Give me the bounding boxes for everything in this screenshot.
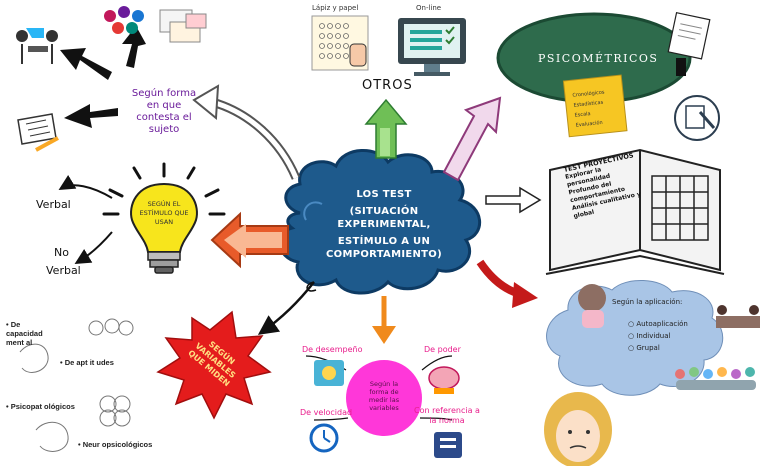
desempeno-label: De desempeño [302,345,363,354]
variables-sketches [19,318,134,452]
medir-line-3: medir las [368,396,400,404]
central-line-5: COMPORTAMIENTO) [326,249,442,260]
bulb-rays [102,162,226,216]
poder-icon [428,366,460,394]
aplicacion-title: Según la aplicación: [612,298,683,306]
group-test-icon [104,6,144,34]
variables-item-1-text: De capacidad ment al [6,320,43,347]
desempeno-icon [314,360,344,386]
aplicacion-item-2-text: Individual [636,332,671,340]
medir-center: Según la forma de medir las variables [356,380,412,412]
aplicacion-item-3-text: Grupal [636,344,660,352]
writing-icon [674,95,720,141]
red-arrow-down-right [476,259,538,308]
orange-arrow-down [372,296,396,344]
online-monitor-icon [398,18,466,76]
poder-label: De poder [424,345,461,354]
bulb-label: SEGÚN EL ESTÍMULO QUE USAN [136,200,192,227]
arrow-right-proyectivos [485,186,542,214]
central-title: LOS TEST (SITUACIÓN EXPERIMENTAL, ESTÍMU… [312,188,456,261]
arrow-verbal [58,174,113,199]
orange-arrow-left [210,211,289,269]
chalkboard [496,11,711,104]
medir-line-1: Según la [369,380,399,388]
forma-line-2: en que [146,100,182,111]
meeting-icon [716,305,760,328]
purple-arrow-up-right [442,96,502,182]
bulb-line-2: ESTÍMULO QUE [139,209,189,217]
norma-icon [434,432,462,458]
arrow-no-verbal [74,231,113,265]
open-book [545,148,725,275]
psicometricos-notes: Cronológicos Estadísticas Escala Evaluac… [572,85,628,130]
bulb-line-1: SEGÚN EL [147,200,181,208]
documents-icon [159,9,207,43]
sticky-note [562,74,628,138]
aplicacion-list: ○ Autoaplicación ○ Individual ○ Grupal [628,318,688,354]
black-arrows-top-left [60,26,146,128]
variables-item-3: • Psicopat ológicos [6,402,75,411]
variables-item-4: • Neur opsicológicos [78,440,153,449]
norma-line-2: la norma [429,416,465,425]
online-label: On-line [416,4,442,12]
red-starburst [156,310,272,420]
application-bubble [546,279,724,396]
central-cloud [278,149,482,295]
bulb-line-3: USAN [154,218,174,226]
paper-pencil-icon [17,113,59,152]
variables-item-3-text: Psicopat ológicos [10,402,75,411]
forma-line-1: Según forma [131,88,197,99]
answer-sheet-icon [311,15,369,71]
no-verbal-label: Verbal [46,264,81,277]
scribble-arrow-down-left [257,281,317,335]
norma-line-1: Con referencia a [414,406,480,415]
velocidad-label: De velocidad [300,408,353,417]
aplicacion-item-3: ○ Grupal [628,344,660,352]
light-bulb [130,182,198,274]
thinking-person [544,392,612,466]
otros-title: OTROS [362,78,413,93]
norma-label: Con referencia a la norma [414,406,480,426]
magenta-circle [305,355,453,436]
variables-item-2-text: De apt it udes [64,358,114,367]
curved-arrow-top-left [192,84,301,180]
central-line-4: ESTÍMULO A UN [337,236,431,247]
aplicacion-item-1-text: Autoaplicación [636,320,688,328]
variables-item-2: • De apt it udes [60,358,114,367]
velocidad-icon [309,423,339,453]
medir-line-2: forma de [369,388,399,396]
central-line-1: LOS TEST [356,189,412,200]
psicometricos-title: PSICOMÉTRICOS [538,52,659,65]
medir-line-4: variables [369,404,399,412]
central-line-2: (SITUACIÓN [349,206,419,217]
interview-icon [16,28,58,64]
green-arrow-up [364,98,408,159]
variables-item-1: • De capacidad ment al [6,320,43,347]
no-label: No [54,246,69,259]
lapiz-papel-label: Lápiz y papel [312,4,359,12]
aplicacion-item-2: ○ Individual [628,332,671,340]
verbal-label: Verbal [36,198,71,211]
forma-contesta-label: Según forma en que contesta el sujeto [122,88,206,136]
central-line-3: EXPERIMENTAL, [337,219,431,230]
aplicacion-item-1: ○ Autoaplicación [628,320,688,328]
forma-line-4: sujeto [148,124,180,135]
variables-item-4-text: Neur opsicológicos [82,440,153,449]
crowd-icon [675,367,756,390]
forma-line-3: contesta el [136,112,192,123]
